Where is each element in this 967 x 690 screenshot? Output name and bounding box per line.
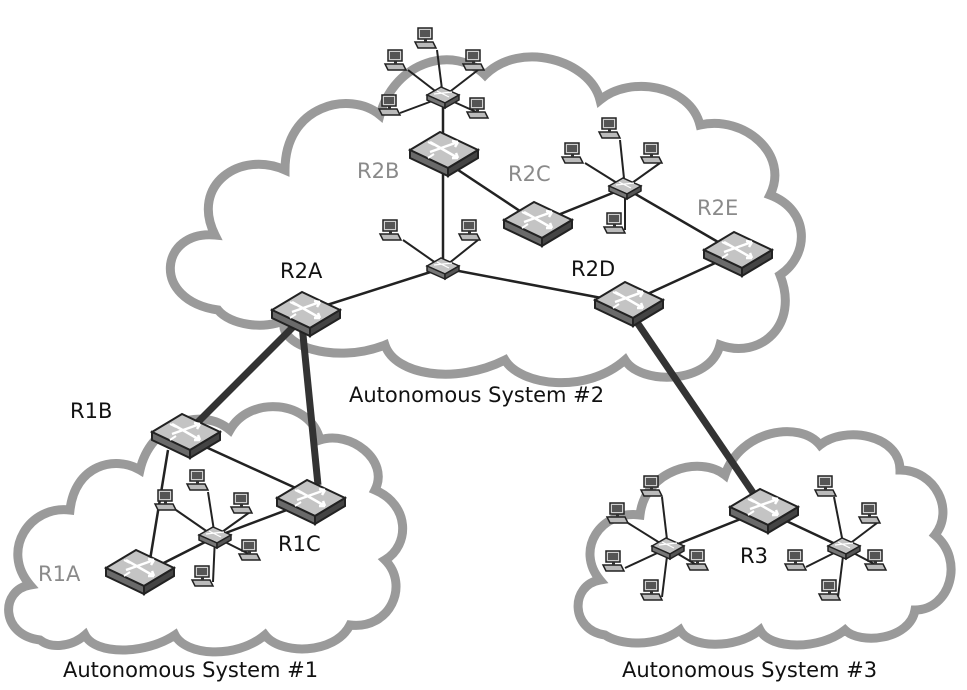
router-labels: R2A R2B R2C R2D R2E R1B R1C R1A R3	[38, 159, 768, 586]
computer-icon	[414, 27, 437, 49]
label-r2c: R2C	[508, 162, 551, 186]
label-r1a: R1A	[38, 562, 81, 586]
inter-as-links	[192, 313, 761, 502]
label-r1c: R1C	[278, 532, 321, 556]
label-r2b: R2B	[357, 159, 399, 183]
autonomous-system-3-cloud	[573, 427, 956, 650]
label-autonomous-system-2: Autonomous System #2	[349, 383, 604, 407]
label-autonomous-system-3: Autonomous System #3	[622, 658, 877, 682]
label-r2a: R2A	[280, 259, 323, 283]
link-s2-r2d	[442, 266, 629, 305]
label-autonomous-system-1: Autonomous System #1	[63, 658, 318, 682]
link-r2d-r3	[629, 313, 761, 502]
label-r3: R3	[740, 544, 768, 568]
link-r2a-r1b	[192, 322, 298, 428]
label-r1b: R1B	[70, 399, 112, 423]
computer-icon	[462, 49, 485, 71]
label-r2d: R2D	[571, 257, 615, 281]
label-r2e: R2E	[697, 196, 738, 220]
link-r2a-r1c	[298, 324, 322, 486]
computer-icon	[384, 49, 407, 71]
as-labels: Autonomous System #2 Autonomous System #…	[63, 383, 877, 682]
